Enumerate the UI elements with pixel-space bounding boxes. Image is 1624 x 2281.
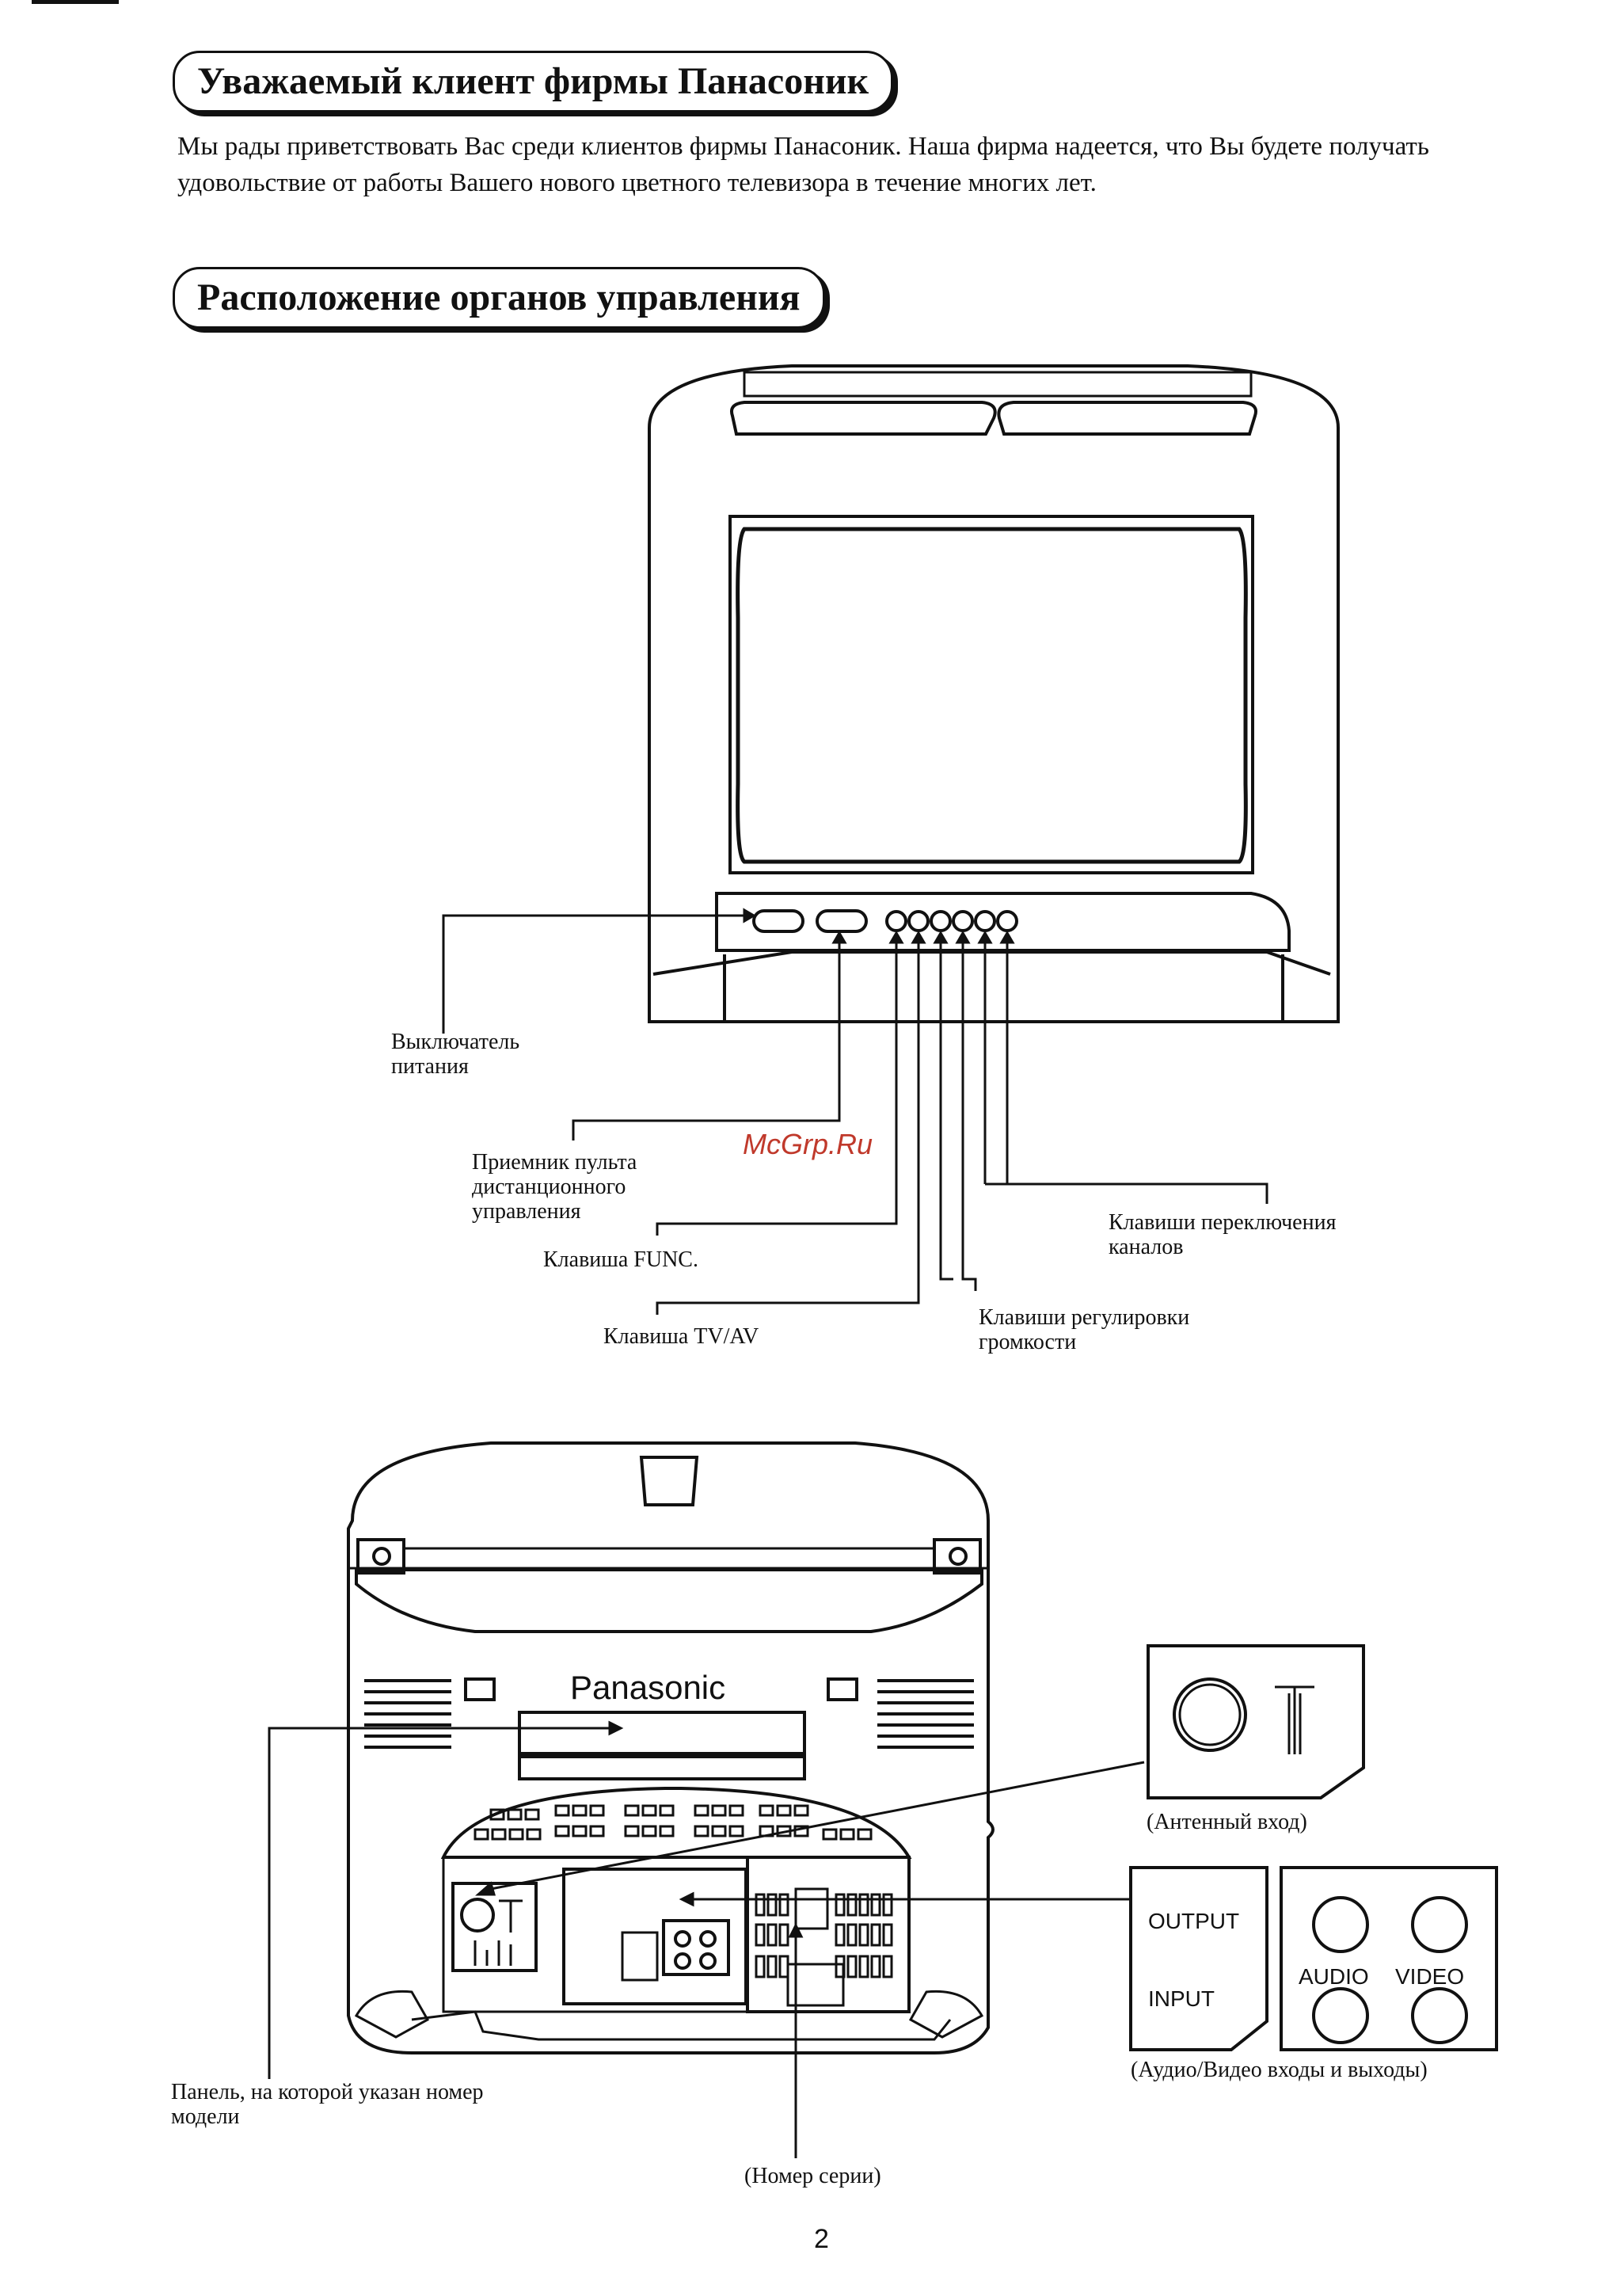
av-input-label: INPUT: [1148, 1986, 1215, 2011]
center-module: [562, 1868, 747, 2005]
av-output-label: OUTPUT: [1148, 1909, 1240, 1933]
rear-av-block: [662, 1919, 730, 1976]
front-callouts: [442, 908, 1268, 1315]
label-power-switch: Выключатель питания: [391, 1030, 520, 1079]
serial-number-caption: (Номер серии): [744, 2164, 881, 2188]
tv-cabinet: [648, 364, 1340, 1023]
rear-antenna-block: [451, 1882, 538, 1972]
tvav-button: [907, 910, 930, 932]
label-func-key: Клавиша FUNC.: [543, 1247, 698, 1272]
page-number: 2: [814, 2224, 829, 2254]
left-bracket: [356, 1538, 405, 1575]
rear-cabinet: [347, 1441, 995, 2054]
model-panel-label: Панель, на которой указан номер модели: [171, 2080, 484, 2129]
right-bracket: [933, 1538, 982, 1575]
av-label-box: [1129, 1866, 1268, 2051]
antenna-caption: (Антенный вход): [1147, 1810, 1307, 1834]
antenna-socket-icon: [1173, 1677, 1247, 1752]
rear-callouts: [268, 1720, 1145, 2158]
serial-number-label: [786, 1963, 845, 2007]
intro-paragraph: Мы рады приветствовать Вас среди клиенто…: [177, 132, 1429, 197]
volume-up-button: [952, 910, 974, 932]
av-caption: (Аудио/Видео входы и выходы): [1131, 2058, 1428, 2082]
video-input-socket: [1411, 1987, 1468, 2044]
model-number-panel: [518, 1711, 806, 1755]
screen: [736, 527, 1248, 864]
label-tvav-key: Клавиша TV/AV: [603, 1324, 759, 1349]
terminal-board-vents: [440, 1787, 912, 1859]
power-switch: [752, 909, 804, 933]
rear-top-bar: [355, 1568, 983, 1633]
heading-controls: Расположение органов управления: [173, 267, 825, 329]
label-channel-keys: Клавиши переключения каналов: [1109, 1210, 1337, 1259]
label-remote-receiver: Приемник пульта дистанционного управлени…: [472, 1150, 637, 1224]
control-strip: [715, 892, 1291, 952]
left-vent: [364, 1677, 496, 1749]
audio-input-socket: [1312, 1987, 1369, 2044]
top-vent-right: [997, 401, 1257, 436]
handle-notch: [639, 1456, 699, 1506]
volume-down-button: [930, 910, 952, 932]
crop-mark: [32, 0, 119, 4]
av-socket-box: [1280, 1866, 1498, 2051]
func-button: [885, 910, 907, 932]
av-video-label: VIDEO: [1395, 1964, 1465, 1989]
channel-down-button: [974, 910, 996, 932]
screen-bezel: [728, 515, 1254, 874]
watermark: McGrp.Ru: [743, 1128, 873, 1160]
brand-logo-text: Panasonic: [570, 1669, 726, 1706]
heading-welcome: Уважаемый клиент фирмы Панасоник: [173, 51, 894, 112]
right-vent: [827, 1677, 974, 1749]
base-front: [652, 950, 1331, 976]
channel-up-button: [996, 910, 1018, 932]
video-output-socket: [1411, 1896, 1468, 1953]
av-audio-label: AUDIO: [1299, 1964, 1369, 1989]
vent-holes: [474, 1804, 873, 1841]
rear-antenna-socket: [460, 1898, 495, 1933]
remote-sensor: [816, 909, 868, 933]
antenna-inset-box: [1147, 1644, 1365, 1799]
audio-output-socket: [1312, 1896, 1369, 1953]
label-volume-keys: Клавиши регулировки громкости: [979, 1305, 1190, 1354]
top-vent-left: [730, 401, 997, 436]
